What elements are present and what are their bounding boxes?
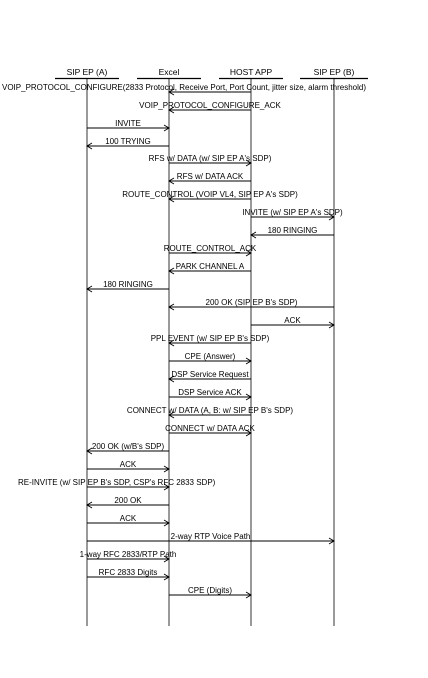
message-label: PARK CHANNEL A <box>176 262 245 271</box>
arrowhead <box>168 339 175 347</box>
message-label: INVITE <box>115 119 141 128</box>
message-label: ACK <box>120 514 137 523</box>
arrowhead <box>328 213 335 221</box>
message-label: CONNECT w/ DATA ACK <box>165 424 255 433</box>
message: VOIP_PROTOCOL_CONFIGURE_ACK <box>139 101 281 114</box>
message: RFS w/ DATA (w/ SIP EP A's SDP) <box>149 154 272 167</box>
arrowhead <box>245 159 252 167</box>
message: INVITE (w/ SIP EP A's SDP) <box>242 208 343 221</box>
message: CONNECT w/ DATA ACK <box>165 424 256 437</box>
message: 200 OK <box>86 496 169 509</box>
message-label: RFS w/ DATA (w/ SIP EP A's SDP) <box>149 154 272 163</box>
message: INVITE <box>87 119 170 132</box>
arrowhead <box>245 249 252 257</box>
message: 200 OK (SIP EP B's SDP) <box>168 298 334 311</box>
message: CONNECT w/ DATA (A, B: w/ SIP EP B's SDP… <box>127 406 293 419</box>
arrowhead <box>163 555 170 563</box>
message-label: 200 OK <box>114 496 142 505</box>
arrowhead <box>250 231 257 239</box>
arrowhead <box>168 177 175 185</box>
message: RE-INVITE (w/ SIP EP B's SDP, CSP's RFC … <box>18 478 216 491</box>
message: PARK CHANNEL A <box>168 262 251 275</box>
arrowhead <box>168 267 175 275</box>
message-label: CPE (Answer) <box>185 352 236 361</box>
message-label: ROUTE_CONTROL (VOIP VL4, SIP EP A's SDP) <box>122 190 298 199</box>
message-label: ACK <box>120 460 137 469</box>
arrowhead <box>163 573 170 581</box>
message-label: 2-way RTP Voice Path <box>171 532 251 541</box>
message: DSP Service ACK <box>169 388 252 401</box>
message: VOIP_PROTOCOL_CONFIGURE(2833 Protocol, R… <box>2 83 366 96</box>
message: 100 TRYING <box>86 137 169 150</box>
arrowhead <box>168 375 175 383</box>
arrowhead <box>86 142 93 150</box>
message-label: RFC 2833 Digits <box>99 568 158 577</box>
message-label: 180 RINGING <box>103 280 153 289</box>
participant-headers: SIP EP (A) Excel HOST APP SIP EP (B) <box>55 67 368 80</box>
arrowhead <box>163 483 170 491</box>
lifelines <box>86 78 335 626</box>
arrowhead <box>168 195 175 203</box>
message: PPL EVENT (w/ SIP EP B's SDP) <box>151 334 270 347</box>
arrowhead <box>245 393 252 401</box>
arrowhead <box>163 124 170 132</box>
participant-label: HOST APP <box>230 67 273 77</box>
message: 180 RINGING <box>250 226 334 239</box>
message-label: 180 RINGING <box>268 226 318 235</box>
arrowhead <box>168 303 175 311</box>
arrowhead <box>328 321 335 329</box>
message: 1-way RFC 2833/RTP Path <box>80 550 177 563</box>
message-label: VOIP_PROTOCOL_CONFIGURE_ACK <box>139 101 281 110</box>
message-label: PPL EVENT (w/ SIP EP B's SDP) <box>151 334 270 343</box>
message-label: RE-INVITE (w/ SIP EP B's SDP, CSP's RFC … <box>18 478 216 487</box>
arrowhead <box>168 88 175 96</box>
arrowhead <box>328 537 335 545</box>
participant-label: SIP EP (B) <box>314 67 355 77</box>
arrowhead <box>168 411 175 419</box>
message: 200 OK (w/B's SDP) <box>86 442 169 455</box>
message-label: RFS w/ DATA ACK <box>177 172 244 181</box>
message-label: ROUTE_CONTROL_ACK <box>164 244 257 253</box>
participant-label: SIP EP (A) <box>67 67 108 77</box>
message: ACK <box>87 514 170 527</box>
message-label: DSP Service ACK <box>178 388 242 397</box>
message: 2-way RTP Voice Path <box>87 532 335 545</box>
message: ROUTE_CONTROL (VOIP VL4, SIP EP A's SDP) <box>122 190 298 203</box>
message-label: 200 OK (SIP EP B's SDP) <box>206 298 298 307</box>
message: RFC 2833 Digits <box>87 568 170 581</box>
message-label: DSP Service Request <box>171 370 249 379</box>
message: CPE (Answer) <box>169 352 252 365</box>
message-label: CONNECT w/ DATA (A, B: w/ SIP EP B's SDP… <box>127 406 293 415</box>
message: CPE (Digits) <box>169 586 252 599</box>
arrowhead <box>245 429 252 437</box>
message: RFS w/ DATA ACK <box>168 172 251 185</box>
participant-label: Excel <box>159 67 180 77</box>
messages: VOIP_PROTOCOL_CONFIGURE(2833 Protocol, R… <box>2 83 366 599</box>
arrowhead <box>163 519 170 527</box>
arrowhead <box>86 285 93 293</box>
message-label: ACK <box>284 316 301 325</box>
message-label: 200 OK (w/B's SDP) <box>92 442 165 451</box>
message-label: 1-way RFC 2833/RTP Path <box>80 550 177 559</box>
arrowhead <box>86 501 93 509</box>
message-label: VOIP_PROTOCOL_CONFIGURE(2833 Protocol, R… <box>2 83 366 92</box>
message: DSP Service Request <box>168 370 251 383</box>
message: 180 RINGING <box>86 280 169 293</box>
message-label: 100 TRYING <box>105 137 151 146</box>
message: ACK <box>251 316 335 329</box>
message: ACK <box>87 460 170 473</box>
arrowhead <box>245 591 252 599</box>
arrowhead <box>168 106 175 114</box>
arrowhead <box>86 447 93 455</box>
arrowhead <box>163 465 170 473</box>
message-label: CPE (Digits) <box>188 586 232 595</box>
message: ROUTE_CONTROL_ACK <box>164 244 257 257</box>
arrowhead <box>245 357 252 365</box>
message-label: INVITE (w/ SIP EP A's SDP) <box>242 208 343 217</box>
